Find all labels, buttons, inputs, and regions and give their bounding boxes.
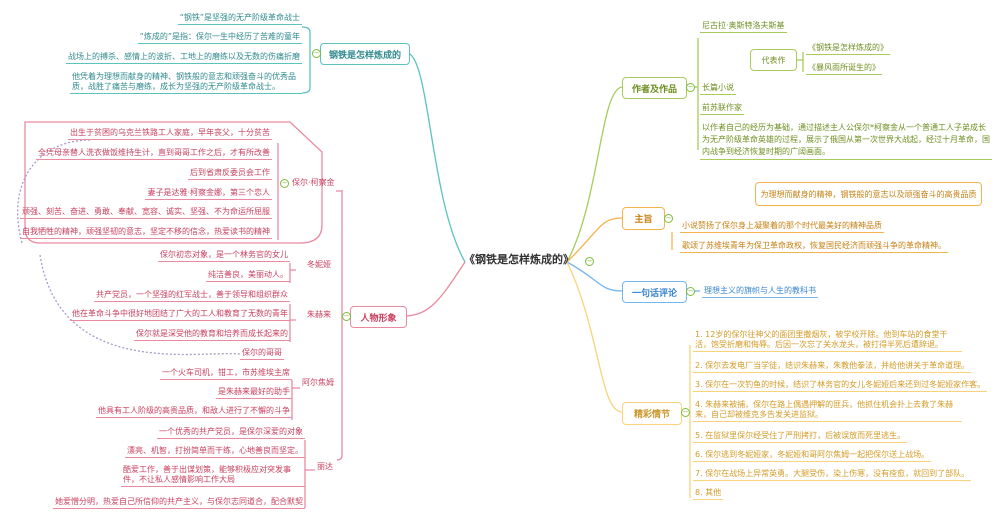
leaf[interactable]: 保尔就是深受他的教育和培养而成长起来的 bbox=[134, 329, 290, 341]
leaf[interactable]: 歌颂了苏维埃青年为保卫革命政权，恢复国民经济而顽强斗争的革命精神。 bbox=[680, 241, 948, 253]
author-name[interactable]: 尼古拉·奥斯特洛夫斯基 bbox=[700, 21, 787, 33]
branch-plot[interactable]: 精彩情节 bbox=[622, 402, 682, 425]
leaf[interactable]: 漂亮、机智，打扮简单而干练，心地善良而坚定。 bbox=[125, 446, 305, 458]
leaf[interactable]: “炼成的”是指：保尔一生中经历了苦难的童年 bbox=[137, 32, 302, 44]
leaf[interactable]: 战场上的搏杀、感情上的波折、工地上的磨练以及无数的伤痛折磨 bbox=[66, 52, 302, 64]
leaf[interactable]: 一个火车司机，钳工，市苏维埃主席 bbox=[160, 368, 292, 380]
node-rita[interactable]: 丽达 bbox=[317, 462, 333, 471]
plot-item[interactable]: 8. 其他 bbox=[693, 488, 724, 500]
leaf[interactable]: 全凭母亲替人洗衣做饭维持生计，直到哥哥工作之后，才有所改善 bbox=[36, 148, 272, 160]
collapse-toggle[interactable]: − bbox=[664, 214, 673, 223]
work-item[interactable]: 《暴风雨所诞生的》 bbox=[806, 63, 882, 75]
node-paul[interactable]: 保尔·柯察金 bbox=[292, 178, 335, 187]
leaf[interactable]: 他在革命斗争中很好地团结了广大的工人和教育了无数的青年 bbox=[70, 309, 290, 321]
leaf[interactable]: 顽强、刻苦、奋进、勇敢、奉献、宽容、诚实、坚强、不为命运所屈服 bbox=[20, 207, 272, 219]
leaf[interactable]: 保尔初恋对象，是一个林务官的女儿 bbox=[158, 250, 290, 262]
collapse-toggle[interactable]: − bbox=[686, 83, 695, 92]
collapse-toggle[interactable]: − bbox=[312, 49, 321, 58]
plot-item[interactable]: 1. 12岁的保尔往神父的面团里撒烟灰，被学校开除。他到车站的食堂干活，饱受折磨… bbox=[693, 330, 962, 352]
node-artyom[interactable]: 阿尔焦姆 bbox=[302, 378, 334, 387]
collapse-toggle[interactable]: − bbox=[280, 179, 289, 188]
leaf[interactable]: 小说赞扬了保尔身上凝聚着的那个时代最美好的精神品质 bbox=[680, 221, 884, 233]
leaf[interactable]: 他凭着为理想而献身的精神、钢铁般的意志和顽强奋斗的优秀品质，战胜了痛苦与磨练，成… bbox=[70, 72, 302, 94]
leaf[interactable]: “钢铁”是坚强的无产阶级革命战士 bbox=[177, 13, 302, 25]
leaf[interactable]: 后到省肃反委员会工作 bbox=[188, 168, 272, 180]
plot-item[interactable]: 5. 在监狱里保尔经受住了严刑拷打，后被误放而死里逃生。 bbox=[693, 431, 908, 443]
branch-title-meaning[interactable]: 钢铁是怎样炼成的 bbox=[320, 43, 410, 65]
leaf[interactable]: 是朱赫来最好的助手 bbox=[216, 387, 292, 399]
collapse-toggle[interactable]: − bbox=[342, 312, 351, 321]
node-tonya[interactable]: 冬妮娅 bbox=[307, 260, 331, 269]
work-item[interactable]: 《钢铁是怎样炼成的》 bbox=[806, 43, 890, 55]
note-brother[interactable]: 保尔的哥哥 bbox=[240, 348, 284, 360]
theme-callout[interactable]: 为理想而献身的精神，钢铁般的意志以及顽强奋斗的高贵品质 bbox=[755, 182, 982, 206]
callout-works[interactable]: 代表作 bbox=[750, 49, 797, 71]
leaf[interactable]: 妻子是达雅·柯察金娜，第三个恋人 bbox=[145, 188, 272, 200]
collapse-toggle[interactable]: − bbox=[681, 408, 690, 417]
leaf[interactable]: 理想主义的旗帜与人生的教科书 bbox=[702, 286, 818, 298]
leaf[interactable]: 纯洁善良，美丽动人。 bbox=[206, 270, 290, 282]
leaf[interactable]: 以作者自己的经历为基础，通过描述主人公保尔*柯察金从一个普通工人子弟成长为无产阶… bbox=[700, 122, 992, 160]
leaf[interactable]: 长篇小说 bbox=[700, 83, 736, 95]
leaf[interactable]: 她爱憎分明，热爱自己所信仰的共产主义，与保尔志同道合，配合默契 bbox=[53, 497, 305, 509]
leaf[interactable]: 出生于贫困的乌克兰铁路工人家庭，早年丧父，十分贫苦 bbox=[68, 128, 272, 140]
plot-item[interactable]: 3. 保尔在一次钓鱼的时候，结识了林务官的女儿冬妮娅后来还到过冬妮娅家作客。 bbox=[693, 380, 988, 392]
plot-item[interactable]: 4. 朱赫来被捕，保尔在路上偶遇押解的匪兵，他抓住机会扑上去救了朱赫来，自己却被… bbox=[693, 400, 962, 422]
branch-characters[interactable]: 人物形象 bbox=[350, 306, 407, 328]
collapse-toggle[interactable]: − bbox=[585, 257, 594, 266]
branch-author[interactable]: 作者及作品 bbox=[622, 77, 687, 99]
plot-item[interactable]: 2. 保尔去发电厂当学徒，结识朱赫来，朱教他拳法，并给他讲关于革命道理。 bbox=[693, 361, 972, 373]
plot-item[interactable]: 7. 保尔在战场上异常英勇。大腿受伤，染上伤寒，没有痊愈，就回到了部队。 bbox=[693, 469, 972, 481]
central-topic[interactable]: 《钢铁是怎样炼成的》 bbox=[464, 253, 574, 266]
leaf[interactable]: 前苏联作家 bbox=[700, 103, 744, 115]
collapse-toggle[interactable]: − bbox=[686, 287, 695, 296]
leaf[interactable]: 共产党员，一个坚强的红军战士，善于领导和组织群众 bbox=[94, 290, 290, 302]
leaf[interactable]: 自我牺牲的精神，顽强坚韧的意志，坚定不移的信念，热爱读书的精神 bbox=[20, 227, 272, 239]
plot-item[interactable]: 6. 保尔逃到冬妮娅家，冬妮娅和哥阿尔焦姆一起把保尔送上战场。 bbox=[693, 450, 932, 462]
branch-comment[interactable]: 一句话评论 bbox=[622, 281, 687, 303]
branch-theme[interactable]: 主旨 bbox=[622, 207, 665, 230]
leaf[interactable]: 他具有工人阶级的高贵品质，和敌人进行了不懈的斗争 bbox=[96, 406, 292, 418]
node-zhukhrai[interactable]: 朱赫来 bbox=[307, 310, 331, 319]
leaf[interactable]: 酷爱工作，善于出谋划策，能够积极应对突发事件，不让私人感情影响工作大局 bbox=[121, 465, 305, 487]
leaf[interactable]: 一个优秀的共产党员，是保尔深爱的对象 bbox=[157, 427, 305, 439]
